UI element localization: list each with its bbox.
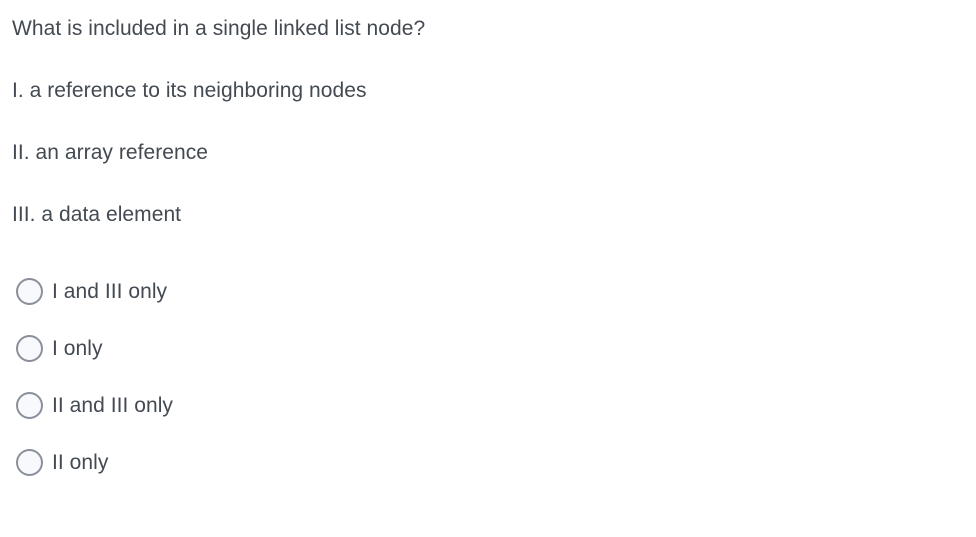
question-stem: What is included in a single linked list… xyxy=(0,0,976,227)
answer-option-1[interactable]: I and III only xyxy=(16,271,536,312)
answer-option-label-1: I and III only xyxy=(52,279,168,303)
radio-button-icon-1[interactable] xyxy=(16,278,43,305)
question-statement-3: III. a data element xyxy=(12,203,182,226)
answer-option-label-3: II and III only xyxy=(52,393,173,417)
question-prompt: What is included in a single linked list… xyxy=(12,17,426,40)
radio-button-icon-3[interactable] xyxy=(16,392,43,419)
radio-button-icon-2[interactable] xyxy=(16,335,43,362)
question-statement-1: I. a reference to its neighboring nodes xyxy=(12,79,367,102)
answer-option-3[interactable]: II and III only xyxy=(16,385,536,426)
answer-option-label-2: I only xyxy=(52,336,103,360)
answer-option-label-4: II only xyxy=(52,450,109,474)
answer-option-2[interactable]: I only xyxy=(16,328,536,369)
answer-option-4[interactable]: II only xyxy=(16,442,536,483)
answer-options-group: I and III only I only II and III only II… xyxy=(0,271,976,483)
question-statement-2: II. an array reference xyxy=(12,141,209,164)
radio-button-icon-4[interactable] xyxy=(16,449,43,476)
